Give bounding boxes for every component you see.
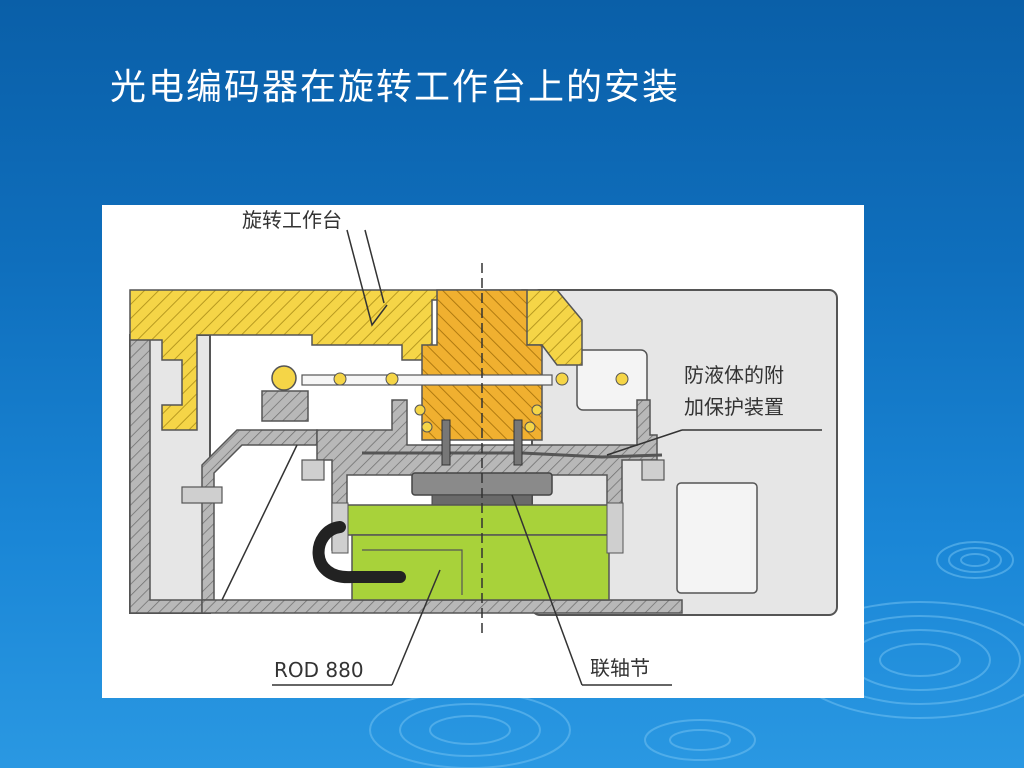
leader-lines [221,229,822,686]
slide-title: 光电编码器在旋转工作台上的安装 [110,67,681,108]
encoder-installation-diagram: 旋转工作台 防液体的附 加保护装置 ROD 880 联轴节 [102,205,864,698]
label-rotary-table: 旋转工作台 [242,208,342,232]
fastening-bolts [181,419,523,504]
label-encoder-model: ROD 880 [274,658,364,682]
rotary-table [129,289,583,431]
coupling [411,472,553,506]
encoder-cable [312,521,406,584]
label-protection-line1: 防液体的附 [684,363,784,387]
rod-880-encoder [331,502,624,601]
label-coupling: 联轴节 [590,656,650,680]
base-plate [201,599,683,614]
label-protection-line2: 加保护装置 [684,395,784,419]
bearings [261,365,629,433]
